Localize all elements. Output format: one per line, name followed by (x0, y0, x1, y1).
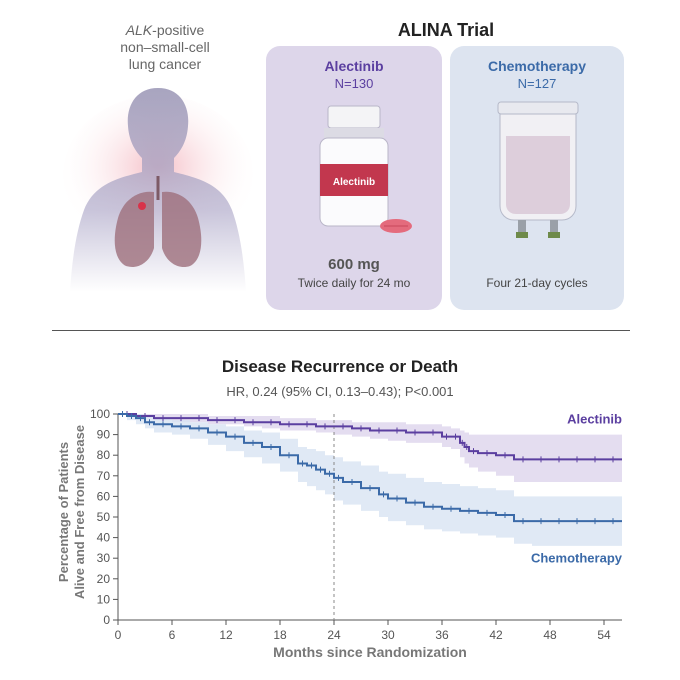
alectinib-arm-n: N=130 (334, 76, 374, 91)
x-tick-label: 12 (219, 628, 233, 642)
pill-bottle-icon: Alectinib (319, 105, 412, 233)
series-label-chemotherapy: Chemotherapy (531, 550, 623, 565)
iv-cap-right-icon (548, 232, 560, 238)
y-tick-label: 10 (97, 592, 111, 606)
ci-band-alectinib (118, 414, 622, 482)
left-lung-icon (114, 191, 154, 268)
chemotherapy-arm-n: N=127 (517, 76, 557, 91)
x-tick-label: 54 (597, 628, 611, 642)
bottle-neck-icon (324, 128, 384, 138)
x-tick-label: 36 (435, 628, 449, 642)
patient-torso-illustration (63, 88, 253, 292)
y-tick-label: 60 (97, 489, 111, 503)
x-tick-label: 48 (543, 628, 557, 642)
series-label-alectinib: Alectinib (567, 411, 622, 426)
x-tick-label: 0 (115, 628, 122, 642)
y-tick-label: 100 (90, 407, 110, 421)
alectinib-dose: 600 mg (328, 256, 380, 273)
alectinib-arm-panel: Alectinib N=130 Alectinib 600 mg Twice d… (266, 46, 442, 310)
bottle-label-icon (320, 164, 388, 196)
iv-cap-left-icon (516, 232, 528, 238)
y-tick-label: 50 (97, 510, 111, 524)
y-tick-label: 30 (97, 551, 111, 565)
bottle-cap-icon (327, 105, 381, 129)
x-axis-label: Months since Randomization (273, 644, 467, 660)
iv-bag-hanger-icon (497, 101, 579, 115)
y-tick-label: 90 (97, 428, 111, 442)
y-axis-label-line1: Percentage of Patients (56, 442, 71, 582)
condition-line2: non–small-cell (120, 39, 210, 55)
curve-chemotherapy (118, 413, 622, 523)
condition-line3: lung cancer (128, 56, 202, 72)
axis-labels: Months since Randomization Percentage of… (56, 411, 623, 660)
alectinib-arm-name: Alectinib (324, 58, 384, 74)
condition-line1: -positive (152, 22, 205, 38)
survival-curves (118, 411, 622, 525)
y-axis-label-line2: Alive and Free from Disease (72, 425, 87, 599)
iv-fluid-icon (506, 136, 570, 214)
x-tick-label: 18 (273, 628, 287, 642)
chemotherapy-arm-panel: Chemotherapy N=127 Four 21-day cycles (450, 46, 624, 310)
right-lung-icon (162, 191, 202, 268)
y-tick-label: 20 (97, 572, 111, 586)
iv-bag-icon (497, 101, 579, 238)
x-tick-label: 42 (489, 628, 503, 642)
y-tick-label: 80 (97, 448, 111, 462)
chemotherapy-schedule: Four 21-day cycles (486, 276, 588, 290)
confidence-bands (118, 414, 622, 546)
alectinib-schedule: Twice daily for 24 mo (297, 276, 411, 290)
kaplan-meier-chart: 0 6 12 18 24 30 36 42 48 54 0 10 20 30 40 50 60 70 80 90 100… (56, 407, 623, 660)
y-tick-label: 40 (97, 531, 111, 545)
y-tick-label: 70 (97, 469, 111, 483)
x-tick-label: 6 (169, 628, 176, 642)
chemotherapy-arm-name: Chemotherapy (487, 58, 587, 74)
x-tick-label: 24 (327, 628, 341, 642)
iv-port-right-icon (550, 220, 558, 236)
tumor-marker-icon (138, 202, 146, 210)
section-divider (52, 330, 630, 331)
condition-label: ALK-positive non–small-cell lung cancer (90, 22, 240, 73)
x-tick-label: 30 (381, 628, 395, 642)
y-tick-label: 0 (103, 613, 110, 627)
chart-title: Disease Recurrence or Death (221, 357, 459, 376)
chart-subtitle: HR, 0.24 (95% CI, 0.13–0.43); P<0.001 (226, 384, 454, 399)
gene-name: ALK (125, 22, 153, 38)
trial-title: ALINA Trial (397, 20, 495, 40)
axes: 0 6 12 18 24 30 36 42 48 54 0 10 20 30 40 50 60 70 80 90 100 (90, 407, 622, 642)
iv-port-left-icon (518, 220, 526, 236)
bottle-label-text: Alectinib (333, 177, 375, 188)
